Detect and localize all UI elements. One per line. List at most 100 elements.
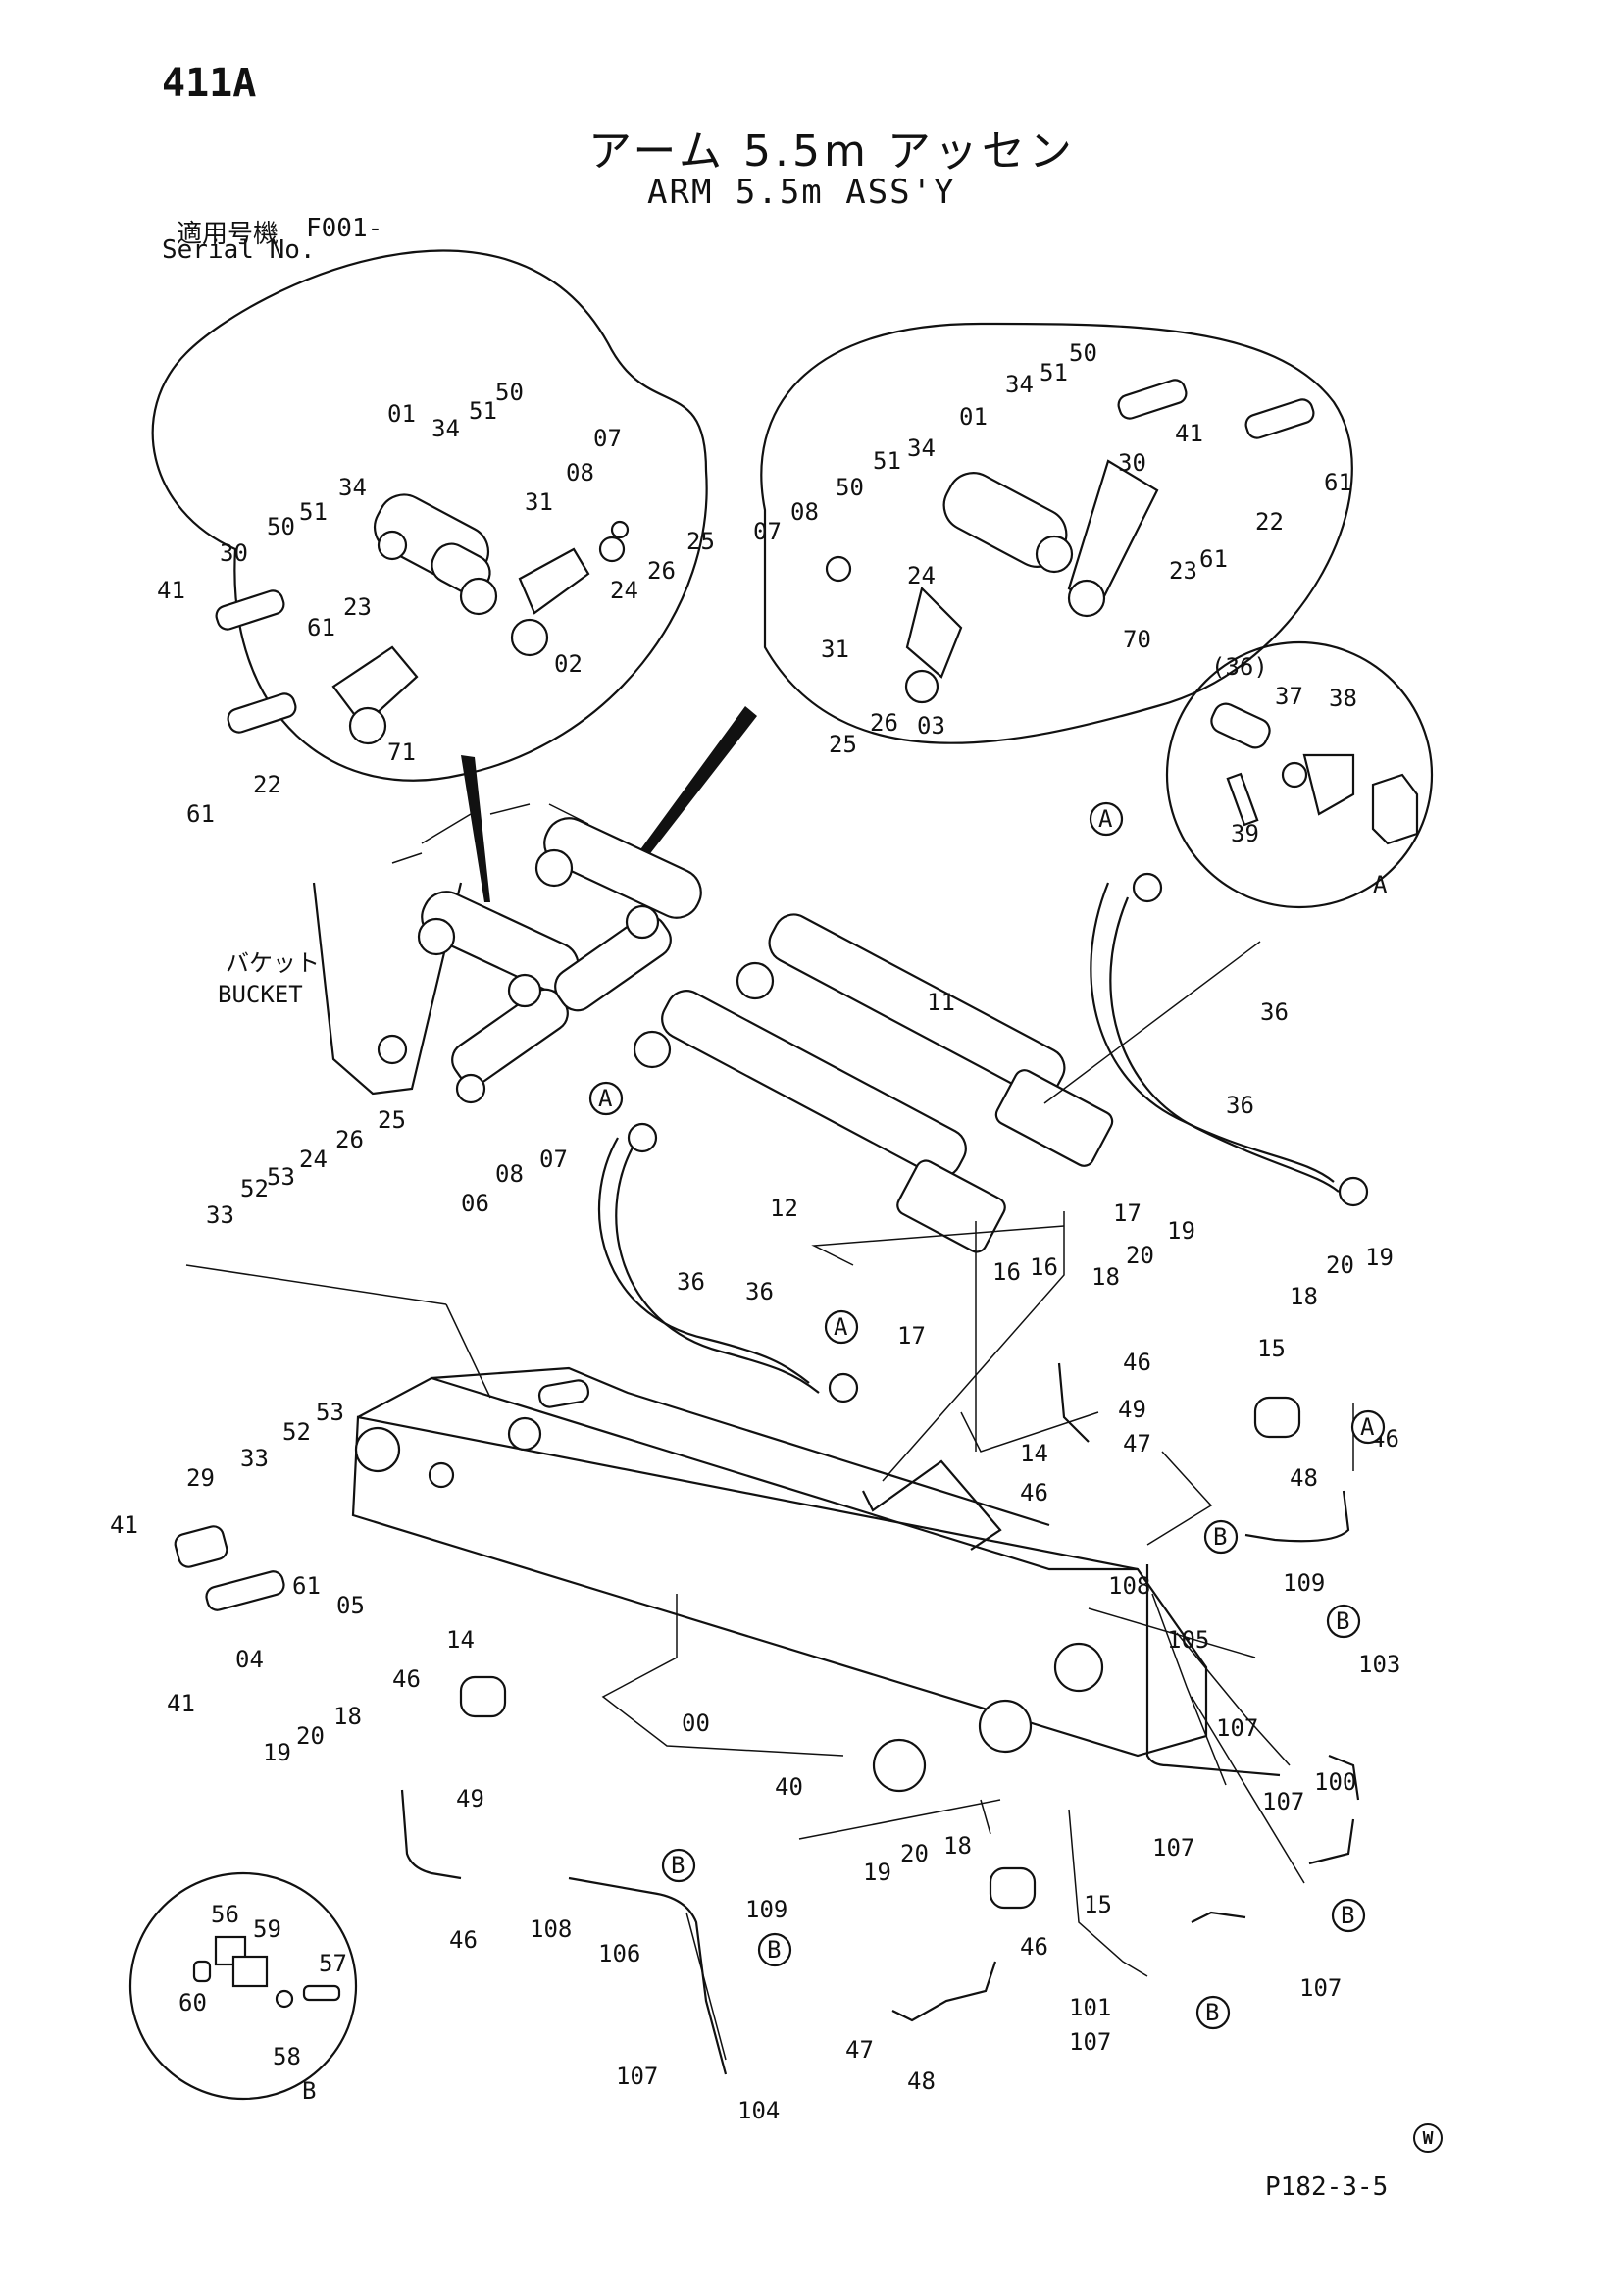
part-label: 36 [677,1268,705,1296]
detail-b-circle [128,1871,358,2101]
page-code: 411A [162,61,257,106]
part-label: 20 [1126,1242,1154,1269]
callout-a: A [1360,1413,1375,1441]
part-label: 61 [292,1572,321,1600]
part-label: 07 [753,518,782,545]
detail-bubble-left [151,249,708,782]
serial-label-japanese: 適用号機 [177,220,279,249]
part-label: 61 [1324,469,1352,496]
part-label: 19 [1365,1244,1394,1271]
title-japanese: アーム 5.5m アッセン [588,127,1076,177]
part-label: 07 [539,1146,568,1173]
callouts: A A A A B B B B B B [588,801,1386,2030]
part-label: 37 [1275,683,1303,710]
bucket-label-jp: バケット [226,949,320,977]
part-label: 51 [873,447,901,475]
part-label: 34 [1005,371,1034,398]
part-label: 00 [682,1709,710,1737]
copyright-w-mark: W [1413,2123,1443,2153]
part-label: 46 [1020,1479,1048,1506]
part-label: 46 [392,1665,421,1693]
part-label: 49 [456,1785,484,1812]
part-label: 15 [1084,1891,1112,1918]
part-label: 105 [1167,1626,1209,1654]
part-label: 71 [387,739,416,766]
part-label: 18 [943,1832,972,1860]
part-label: 53 [316,1399,344,1426]
part-label: 47 [845,2036,874,2064]
part-label: 15 [1257,1335,1286,1362]
part-label: 03 [917,712,945,740]
part-label: 50 [836,474,864,501]
part-label: 24 [610,577,638,604]
part-label: 29 [186,1464,215,1492]
part-labels: 01 34 51 50 07 08 31 25 26 24 02 34 51 5… [110,339,1400,2124]
part-label: 25 [686,528,715,555]
cylinder-11 [736,913,1114,1167]
part-label: 26 [647,557,676,585]
leader-lines [185,941,1354,2061]
callout-a: A [1098,805,1113,833]
part-label: 33 [206,1201,234,1229]
part-label: 61 [307,614,335,641]
part-label: 20 [296,1722,325,1750]
part-label: (36) [1211,653,1268,681]
part-label: 34 [431,415,460,442]
bucket-label-en: BUCKET [218,981,303,1008]
part-label: 31 [821,636,849,663]
callout-b: B [1336,1607,1349,1635]
bubble-left-pointer [461,755,490,902]
part-label: 51 [1040,359,1068,386]
part-label: 56 [211,1901,239,1928]
part-label: 70 [1123,626,1151,653]
part-label: 101 [1069,1994,1111,2021]
part-label: 19 [1167,1217,1195,1245]
hoses-36 [598,872,1369,1403]
part-label: 41 [1175,420,1203,447]
part-label: 30 [220,539,248,567]
part-label: 51 [469,397,497,425]
part-label: 39 [1231,820,1259,847]
callout-b: B [1213,1523,1227,1551]
part-label: 107 [616,2063,658,2090]
right-bubble-parts [825,379,1315,704]
callout-b: B [1341,1902,1354,1929]
part-label: 52 [282,1418,311,1446]
part-label: 19 [263,1739,291,1766]
part-label: 41 [110,1511,138,1539]
part-label: 22 [253,771,281,798]
part-label: 61 [186,800,215,828]
part-label: 109 [745,1896,787,1923]
part-label: 14 [446,1626,475,1654]
part-label: 33 [240,1445,269,1472]
part-label: 36 [1260,998,1289,1026]
part-label: 22 [1255,508,1284,536]
part-label: 16 [992,1258,1021,1286]
part-label: 107 [1216,1714,1258,1742]
part-label: 40 [775,1773,803,1801]
part-label: 108 [1108,1572,1150,1600]
part-label: 41 [167,1690,195,1717]
part-label: 26 [870,709,898,737]
cylinder-12 [633,990,1006,1253]
linkage-assembly [377,817,702,1104]
part-label: 49 [1118,1396,1146,1423]
lower-piping [174,1362,1360,2075]
part-label: 25 [378,1106,406,1134]
part-label: 11 [927,989,955,1016]
detail-bubble-right [760,322,1353,744]
part-label: 20 [1326,1251,1354,1279]
part-label: 46 [449,1926,478,1954]
detail-b-parts [192,1935,341,2009]
part-label: 59 [253,1915,281,1943]
part-label: 52 [240,1175,269,1202]
title-english: ARM 5.5m ASS'Y [647,173,956,212]
part-label: 109 [1283,1569,1325,1597]
part-label: 104 [737,2097,780,2124]
part-label: 30 [1118,449,1146,477]
bucket-outline [312,882,463,1096]
part-label: 47 [1123,1430,1151,1457]
part-label: 07 [593,425,622,452]
detail-a-circle [1165,640,1434,909]
bucket-teeth [391,803,589,864]
